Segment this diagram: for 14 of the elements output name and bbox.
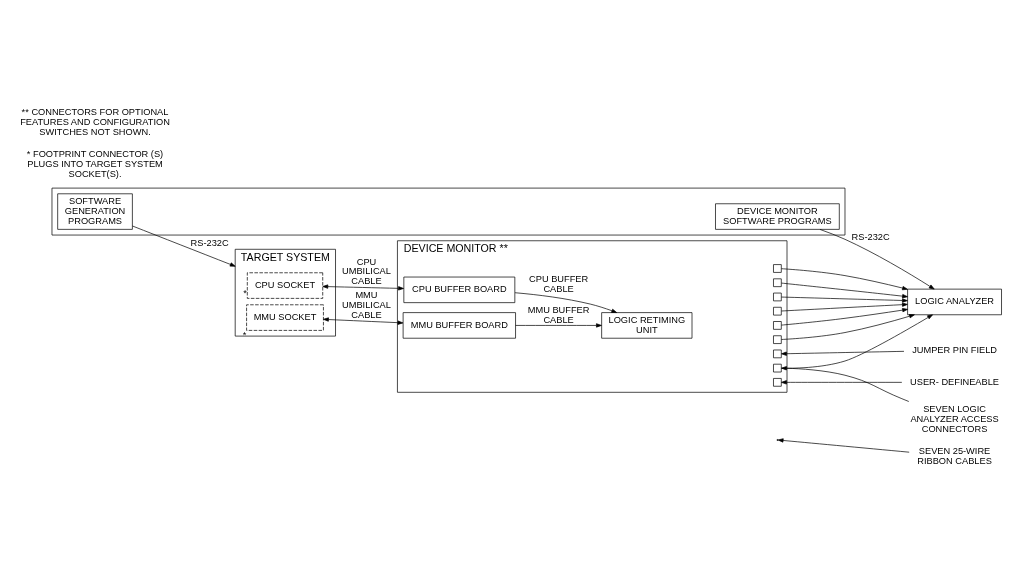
node-label: * (242, 329, 247, 340)
edge-label: RS-232C (851, 231, 890, 242)
node-text: SEVEN 25-WIRE RIBBON CABLES (917, 445, 992, 466)
edge-label: CPU BUFFER CABLE (529, 274, 589, 295)
label: ** CONNECTORS FOR OPTIONAL FEATURES AND CONFIGURATION SWITCHES NOT SHOWN. (20, 107, 170, 138)
edge-label: MMU BUFFER CABLE (527, 304, 590, 325)
node-label: * (243, 287, 247, 298)
edge-label: MMU UMBILICAL CABLE (342, 289, 391, 320)
node-text: USER- DEFINEABLE (910, 376, 1000, 387)
edge-label: RS-232C (190, 238, 229, 249)
label: * FOOTPRINT CONNECTOR (S) PLUGS INTO TARGET SYSTEM SOCKET(S). (26, 149, 164, 179)
node-text: JUMPER PIN FIELD (912, 344, 997, 355)
node-text: SEVEN LOGIC ANALYZER ACCESS CONNECTORS (910, 403, 999, 434)
edge-label: CPU UMBILICAL CABLE (342, 256, 391, 287)
